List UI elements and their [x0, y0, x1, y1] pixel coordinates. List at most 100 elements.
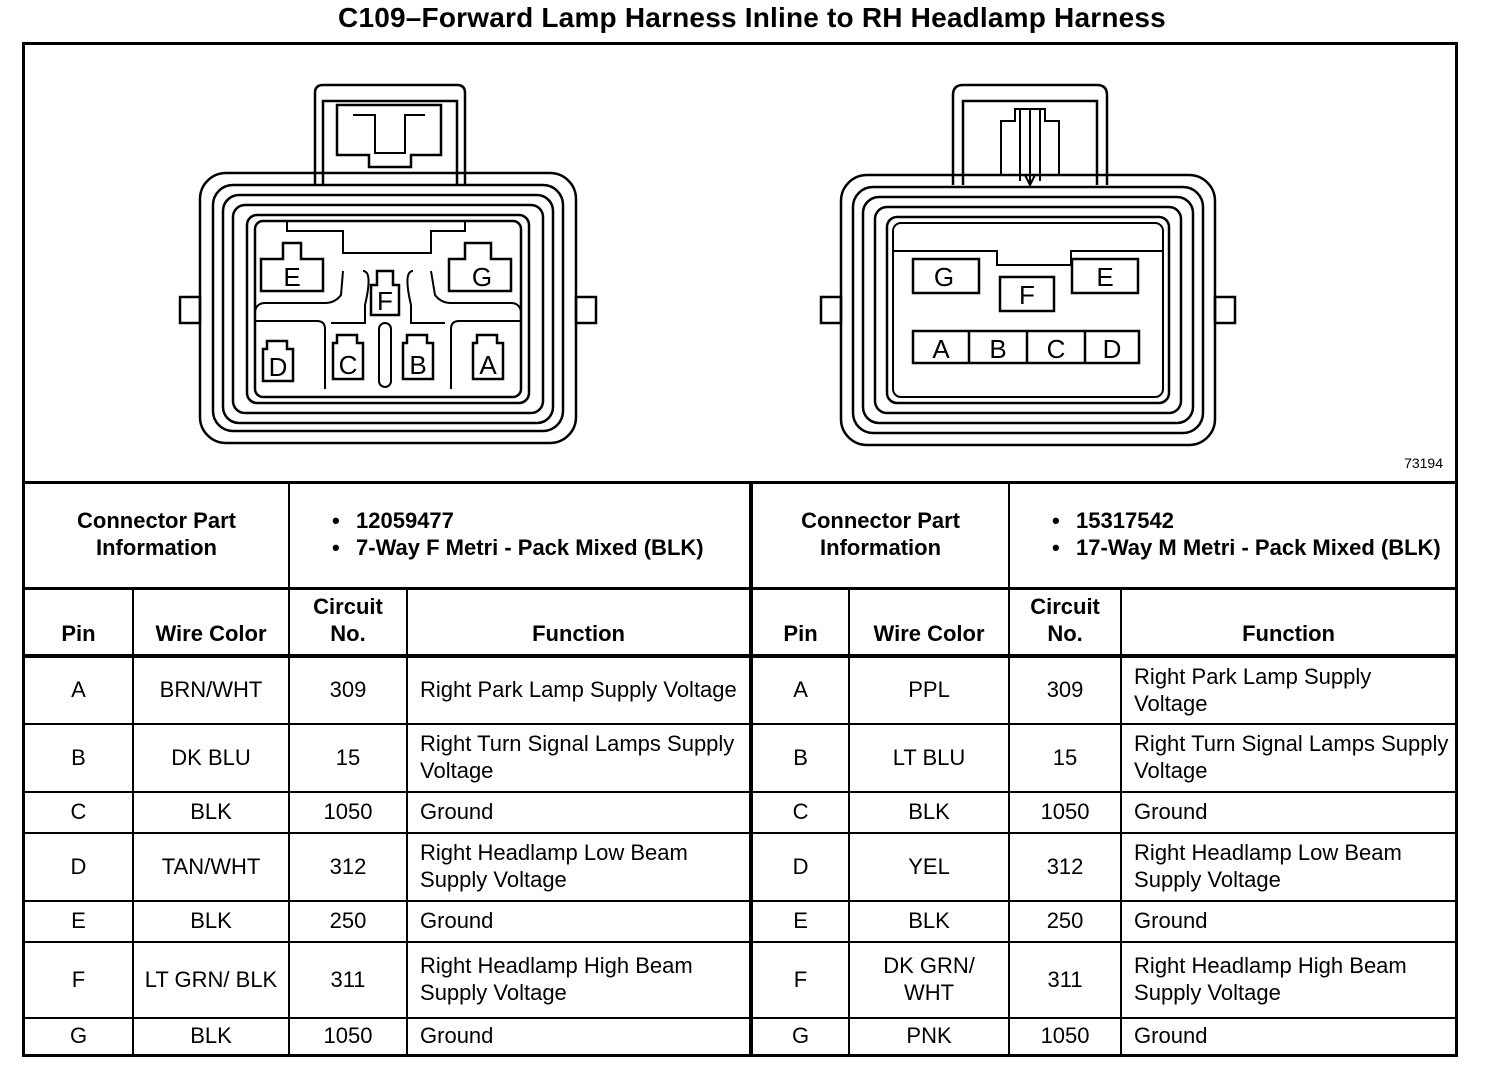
function-cell: Ground: [406, 900, 754, 943]
function-cell-right: Right Headlamp High Beam Supply Voltage: [1120, 941, 1456, 1019]
col-header-wire-color: Wire Color: [131, 587, 291, 658]
right-cavity-d: D: [1103, 334, 1122, 364]
left-cavity-g: G: [472, 262, 492, 292]
left-cavity-c: C: [339, 350, 358, 380]
wire-color-cell-right: BLK: [848, 900, 1011, 943]
pinout-table: Connector Part Information 12059477 7-Wa…: [25, 484, 1456, 1054]
circuit-cell-right: 311: [1008, 941, 1123, 1019]
col-header-function-right: Function: [1120, 587, 1456, 658]
left-connector-type: 7-Way F Metri - Pack Mixed (BLK): [332, 535, 743, 562]
pin-cell: G: [25, 1017, 134, 1054]
pin-cell: C: [25, 791, 134, 834]
left-cavity-a: A: [479, 350, 497, 380]
wire-color-cell-right: YEL: [848, 832, 1011, 902]
left-cavity-d: D: [269, 352, 288, 382]
circuit-cell-right: 250: [1008, 900, 1123, 943]
left-info-list: 12059477 7-Way F Metri - Pack Mixed (BLK…: [288, 484, 754, 590]
left-cavity-f: F: [377, 286, 393, 316]
circuit-cell-right: 15: [1008, 723, 1123, 793]
circuit-cell: 250: [288, 900, 409, 943]
pin-cell-right: D: [750, 832, 851, 902]
column-header-row: Pin Wire Color Circuit No. Function Pin …: [25, 587, 1456, 658]
left-cavity-b: B: [409, 350, 426, 380]
function-cell: Right Turn Signal Lamps Supply Voltage: [406, 723, 754, 793]
right-cavity-c: C: [1047, 334, 1066, 364]
right-cavity-a: A: [932, 334, 950, 364]
pin-cell-right: C: [750, 791, 851, 834]
pin-cell-right: F: [750, 941, 851, 1019]
page-title: C109–Forward Lamp Harness Inline to RH H…: [338, 2, 1166, 33]
function-cell: Right Headlamp Low Beam Supply Voltage: [406, 832, 754, 902]
function-cell-right: Right Turn Signal Lamps Supply Voltage: [1120, 723, 1456, 793]
left-connector-drawing: [178, 83, 598, 445]
connector-sheet: E G F D C B A: [22, 42, 1458, 1057]
table-row: D TAN/WHT 312 Right Headlamp Low Beam Su…: [25, 832, 1456, 902]
right-connector-drawing: [819, 83, 1237, 447]
pin-cell-right: A: [750, 655, 851, 725]
wire-color-cell: LT GRN/ BLK: [131, 941, 291, 1019]
pin-cell: F: [25, 941, 134, 1019]
connector-drawings: E G F D C B A: [178, 83, 1237, 447]
circuit-cell: 1050: [288, 1017, 409, 1054]
wire-color-cell: TAN/WHT: [131, 832, 291, 902]
right-connector-type: 17-Way M Metri - Pack Mixed (BLK): [1052, 535, 1449, 562]
table-row: E BLK 250 Ground E BLK 250 Ground: [25, 900, 1456, 943]
function-cell-right: Right Park Lamp Supply Voltage: [1120, 655, 1456, 725]
circuit-cell-right: 1050: [1008, 791, 1123, 834]
circuit-cell: 311: [288, 941, 409, 1019]
table-row: A BRN/WHT 309 Right Park Lamp Supply Vol…: [25, 655, 1456, 725]
wire-color-cell-right: PNK: [848, 1017, 1011, 1054]
right-cavity-f: F: [1019, 280, 1035, 310]
col-header-pin-right: Pin: [750, 587, 851, 658]
wire-color-cell: BLK: [131, 900, 291, 943]
left-part-number: 12059477: [332, 508, 743, 535]
col-header-function: Function: [406, 587, 754, 658]
function-cell-right: Ground: [1120, 900, 1456, 943]
wire-color-cell: BLK: [131, 791, 291, 834]
wire-color-cell: BLK: [131, 1017, 291, 1054]
col-header-wire-color-right: Wire Color: [848, 587, 1011, 658]
left-cavity-e: E: [283, 262, 300, 292]
connector-diagram-area: E G F D C B A: [25, 45, 1455, 484]
circuit-cell-right: 309: [1008, 655, 1123, 725]
circuit-cell: 15: [288, 723, 409, 793]
circuit-cell: 309: [288, 655, 409, 725]
pin-cell-right: G: [750, 1017, 851, 1054]
wire-color-cell-right: DK GRN/ WHT: [848, 941, 1011, 1019]
circuit-cell-right: 1050: [1008, 1017, 1123, 1054]
wire-color-cell-right: LT BLU: [848, 723, 1011, 793]
pin-cell-right: B: [750, 723, 851, 793]
col-header-circuit-no: Circuit No.: [288, 587, 409, 658]
function-cell: Right Headlamp High Beam Supply Voltage: [406, 941, 754, 1019]
pin-cell: B: [25, 723, 134, 793]
function-cell: Ground: [406, 1017, 754, 1054]
table-row: B DK BLU 15 Right Turn Signal Lamps Supp…: [25, 723, 1456, 793]
right-info-list: 15317542 17-Way M Metri - Pack Mixed (BL…: [1008, 484, 1456, 590]
left-info-label: Connector Part Information: [25, 484, 291, 590]
function-cell-right: Ground: [1120, 791, 1456, 834]
circuit-cell: 1050: [288, 791, 409, 834]
col-header-circuit-no-right: Circuit No.: [1008, 587, 1123, 658]
table-row: C BLK 1050 Ground C BLK 1050 Ground: [25, 791, 1456, 834]
wire-color-cell: BRN/WHT: [131, 655, 291, 725]
right-cavity-g: G: [934, 262, 954, 292]
connector-info-row: Connector Part Information 12059477 7-Wa…: [25, 484, 1456, 590]
wire-color-cell-right: PPL: [848, 655, 1011, 725]
pin-cell: D: [25, 832, 134, 902]
wire-color-cell: DK BLU: [131, 723, 291, 793]
function-cell-right: Right Headlamp Low Beam Supply Voltage: [1120, 832, 1456, 902]
col-header-pin: Pin: [25, 587, 134, 658]
function-cell: Right Park Lamp Supply Voltage: [406, 655, 754, 725]
pin-cell: A: [25, 655, 134, 725]
right-cavity-e: E: [1096, 262, 1113, 292]
table-row: G BLK 1050 Ground G PNK 1050 Ground: [25, 1017, 1456, 1054]
wire-color-cell-right: BLK: [848, 791, 1011, 834]
pin-cell-right: E: [750, 900, 851, 943]
circuit-cell-right: 312: [1008, 832, 1123, 902]
right-part-number: 15317542: [1052, 508, 1449, 535]
function-cell-right: Ground: [1120, 1017, 1456, 1054]
circuit-cell: 312: [288, 832, 409, 902]
right-cavity-b: B: [989, 334, 1006, 364]
pin-cell: E: [25, 900, 134, 943]
function-cell: Ground: [406, 791, 754, 834]
